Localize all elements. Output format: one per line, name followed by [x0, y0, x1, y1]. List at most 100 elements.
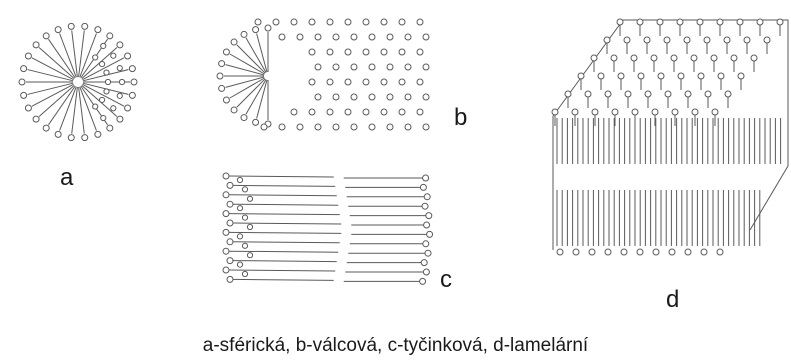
- tail: [229, 270, 335, 271]
- headgroup: [691, 55, 697, 61]
- headgroup: [223, 49, 229, 55]
- headgroup: [737, 19, 743, 25]
- headgroup: [423, 94, 429, 100]
- headgroup: [671, 55, 677, 61]
- headgroup: [704, 37, 710, 43]
- headgroup: [612, 109, 618, 115]
- headgroup: [369, 94, 375, 100]
- spherical-micelle: [19, 23, 137, 140]
- tail: [233, 261, 337, 262]
- headgroup: [423, 241, 429, 247]
- headgroup: [309, 19, 315, 25]
- headgroup: [417, 49, 423, 55]
- headgroup: [417, 79, 423, 85]
- tail: [230, 54, 265, 74]
- tail: [79, 87, 85, 134]
- headgroup: [351, 64, 357, 70]
- headgroup: [705, 91, 711, 97]
- tail: [246, 38, 266, 73]
- headgroup: [697, 19, 703, 25]
- headgroup: [279, 124, 285, 130]
- headgroup: [381, 79, 387, 85]
- headgroup: [698, 73, 704, 79]
- headgroup: [651, 55, 657, 61]
- headgroup: [369, 64, 375, 70]
- headgroup: [117, 116, 123, 122]
- headgroup: [381, 49, 387, 55]
- headgroup: [68, 135, 74, 141]
- tail: [233, 185, 335, 186]
- headgroup: [217, 73, 223, 79]
- headgroup: [665, 91, 671, 97]
- headgroup: [117, 66, 122, 71]
- headgroup: [242, 271, 247, 276]
- headgroup: [664, 37, 670, 43]
- headgroup: [423, 269, 429, 275]
- headgroup: [104, 70, 109, 75]
- headgroup: [242, 215, 247, 220]
- headgroup: [565, 91, 571, 97]
- headgroup: [425, 250, 431, 256]
- headgroup: [724, 37, 730, 43]
- headgroup: [227, 258, 233, 264]
- headgroup: [644, 37, 650, 43]
- headgroup: [33, 116, 39, 122]
- tail: [48, 39, 75, 78]
- headgroup: [241, 31, 247, 37]
- tail: [229, 214, 340, 215]
- headgroup: [333, 34, 339, 40]
- headgroup: [43, 125, 49, 131]
- headgroup: [420, 184, 426, 190]
- headgroup: [684, 37, 690, 43]
- headgroup: [405, 34, 411, 40]
- headgroup: [227, 182, 233, 188]
- headgroup: [417, 19, 423, 25]
- headgroup: [129, 92, 135, 98]
- headgroup: [309, 79, 315, 85]
- headgroup: [605, 249, 611, 255]
- headgroup: [345, 109, 351, 115]
- headgroup: [265, 25, 271, 31]
- headgroup: [68, 23, 74, 29]
- headgroup: [632, 109, 638, 115]
- headgroup: [677, 19, 683, 25]
- headgroup: [117, 42, 123, 48]
- headgroup: [557, 249, 563, 255]
- headgroup: [309, 49, 315, 55]
- headgroup: [604, 37, 610, 43]
- headgroup: [423, 34, 429, 40]
- headgroup: [381, 19, 387, 25]
- headgroup: [242, 243, 247, 248]
- headgroup: [297, 34, 303, 40]
- headgroup: [653, 249, 659, 255]
- headgroup: [223, 229, 229, 235]
- tail: [233, 242, 340, 243]
- headgroup: [387, 94, 393, 100]
- headgroup: [387, 124, 393, 130]
- tail: [60, 33, 77, 77]
- headgroup: [685, 249, 691, 255]
- label-b: b: [454, 106, 467, 130]
- headgroup: [618, 73, 624, 79]
- headgroup: [125, 53, 131, 59]
- headgroup: [327, 109, 333, 115]
- headgroup: [387, 34, 393, 40]
- headgroup: [99, 61, 104, 66]
- headgroup: [351, 124, 357, 130]
- headgroup: [242, 187, 247, 192]
- headgroup: [417, 109, 423, 115]
- headgroup: [585, 91, 591, 97]
- headgroup: [424, 194, 430, 200]
- headgroup: [617, 19, 623, 25]
- headgroup: [420, 278, 426, 284]
- headgroup: [345, 49, 351, 55]
- caption: a-sférická, b-válcová, c-tyčinková, d-la…: [0, 336, 791, 355]
- tail: [229, 251, 338, 252]
- headgroup: [423, 124, 429, 130]
- headgroup: [82, 135, 88, 141]
- headgroup: [731, 55, 737, 61]
- headgroup: [315, 94, 321, 100]
- headgroup: [621, 249, 627, 255]
- headgroup: [405, 124, 411, 130]
- headgroup: [237, 234, 242, 239]
